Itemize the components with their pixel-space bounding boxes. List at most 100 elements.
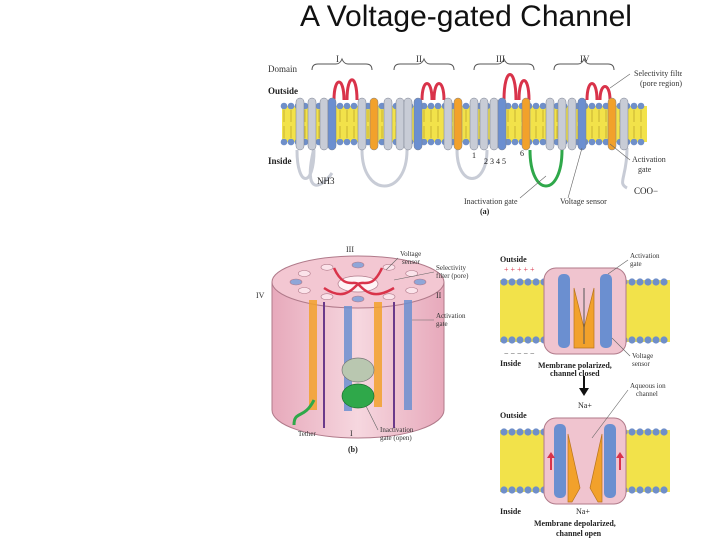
na-top-label: Na+: [578, 401, 592, 410]
helix-segment: [607, 97, 617, 151]
domain-label-ii: II: [416, 54, 422, 64]
lipid-head: [539, 138, 547, 146]
helix-segment: [413, 97, 423, 151]
aqueous-channel-label-1: Aqueous ion: [630, 382, 666, 390]
lipid-head: [378, 102, 386, 110]
lipid-head: [462, 138, 470, 146]
panel-c-leader-lines: [591, 259, 631, 439]
activation-gate-label-1: Activation: [632, 155, 666, 164]
helix-segment: [443, 97, 453, 151]
lipid-head: [516, 336, 524, 344]
lipid-head: [628, 486, 636, 494]
roman-iii-label: III: [346, 245, 354, 254]
lipid-head: [420, 138, 428, 146]
depolarized-label-2: channel open: [556, 529, 602, 538]
lipid-head: [644, 428, 652, 436]
domain-label-i: I: [336, 54, 339, 64]
protein-loops: [295, 73, 629, 190]
outside-top-label: Outside: [500, 255, 527, 264]
helix-segment: [307, 97, 317, 151]
lipid-head: [524, 486, 532, 494]
lipid-head: [508, 428, 516, 436]
lipid-head: [280, 138, 288, 146]
minus-charges-label: − − − − −: [504, 349, 535, 358]
lipid-head: [378, 138, 386, 146]
lipid-head: [508, 336, 516, 344]
lipid-head: [427, 102, 435, 110]
subunit-pore: [351, 261, 365, 269]
lipid-head: [652, 278, 660, 286]
lipid-head: [524, 278, 532, 286]
activation-gate-label-2: gate: [630, 260, 642, 268]
polarized-label-2: channel closed: [550, 369, 600, 378]
subunit-pore: [320, 263, 334, 271]
lipid-head: [420, 102, 428, 110]
lipid-head: [511, 138, 519, 146]
lipid-head: [343, 138, 351, 146]
pore-loops: [323, 267, 395, 296]
inactivation-gate-label: Inactivation gate: [464, 197, 518, 206]
subunit-pore: [413, 278, 427, 286]
lipid-head: [532, 278, 540, 286]
selectivity-label-2: filter (pore): [436, 272, 469, 280]
selectivity-label-1: Selectivity: [436, 264, 466, 272]
n-terminus-label: NH3: [317, 176, 335, 186]
lipid-head: [637, 138, 645, 146]
voltage-sensor-label-1: Voltage: [400, 250, 421, 258]
lipid-head: [602, 102, 610, 110]
lipid-head: [532, 428, 540, 436]
lipid-head: [636, 278, 644, 286]
roman-i-label: I: [350, 429, 353, 438]
lipid-head: [532, 102, 540, 110]
lipid-head: [287, 138, 295, 146]
lipid-head: [508, 278, 516, 286]
lipid-head: [524, 336, 532, 344]
voltage-sensor-label-2: sensor: [402, 258, 421, 266]
activation-label-1: Activation: [436, 312, 466, 320]
subunit-pore: [382, 293, 396, 301]
lipid-head: [500, 336, 508, 344]
lipid-head: [532, 486, 540, 494]
lipid-head: [508, 486, 516, 494]
lipid-head: [511, 102, 519, 110]
lipid-head: [630, 102, 638, 110]
domain-label-iii: III: [496, 54, 505, 64]
lipid-head: [350, 102, 358, 110]
outside-label: Outside: [268, 86, 298, 96]
lipid-head: [636, 428, 644, 436]
inside-label: Inside: [268, 156, 292, 166]
c-terminus-label: COO−: [634, 186, 658, 196]
open-channel-protein: [543, 417, 627, 505]
lipid-head: [364, 102, 372, 110]
domain-label: Domain: [268, 64, 297, 74]
lipid-head: [636, 336, 644, 344]
lipid-head: [500, 486, 508, 494]
lipid-head: [652, 486, 660, 494]
domain-brackets: [311, 57, 615, 71]
depolarized-label-1: Membrane depolarized,: [534, 519, 616, 528]
transition-arrow: [579, 376, 589, 396]
subunit-pores: [289, 261, 427, 303]
helix-segment: [489, 97, 499, 151]
subunit-pore: [320, 293, 334, 301]
helix-segment: [557, 97, 567, 151]
lipid-head: [539, 102, 547, 110]
lipid-head: [532, 336, 540, 344]
voltage-sensor-label-2: sensor: [632, 360, 651, 368]
panel-a-leader-lines: [519, 73, 631, 199]
helix-segment: [319, 97, 329, 151]
activation-gate-label-1: Activation: [630, 252, 660, 260]
plus-charges-label: + + + + +: [504, 265, 535, 274]
helix-segment: [469, 97, 479, 151]
lipid-head: [434, 138, 442, 146]
voltage-sensor-label-1: Voltage: [632, 352, 653, 360]
subunit-pore: [289, 278, 303, 286]
lipid-head: [602, 138, 610, 146]
lipid-head: [660, 336, 668, 344]
lipid-head: [588, 102, 596, 110]
panel-a-letter: (a): [480, 207, 490, 216]
helix-segment: [567, 97, 577, 151]
inactivation-gate-ball: [292, 357, 375, 426]
lipid-head: [336, 138, 344, 146]
helix-segment: [357, 97, 367, 151]
